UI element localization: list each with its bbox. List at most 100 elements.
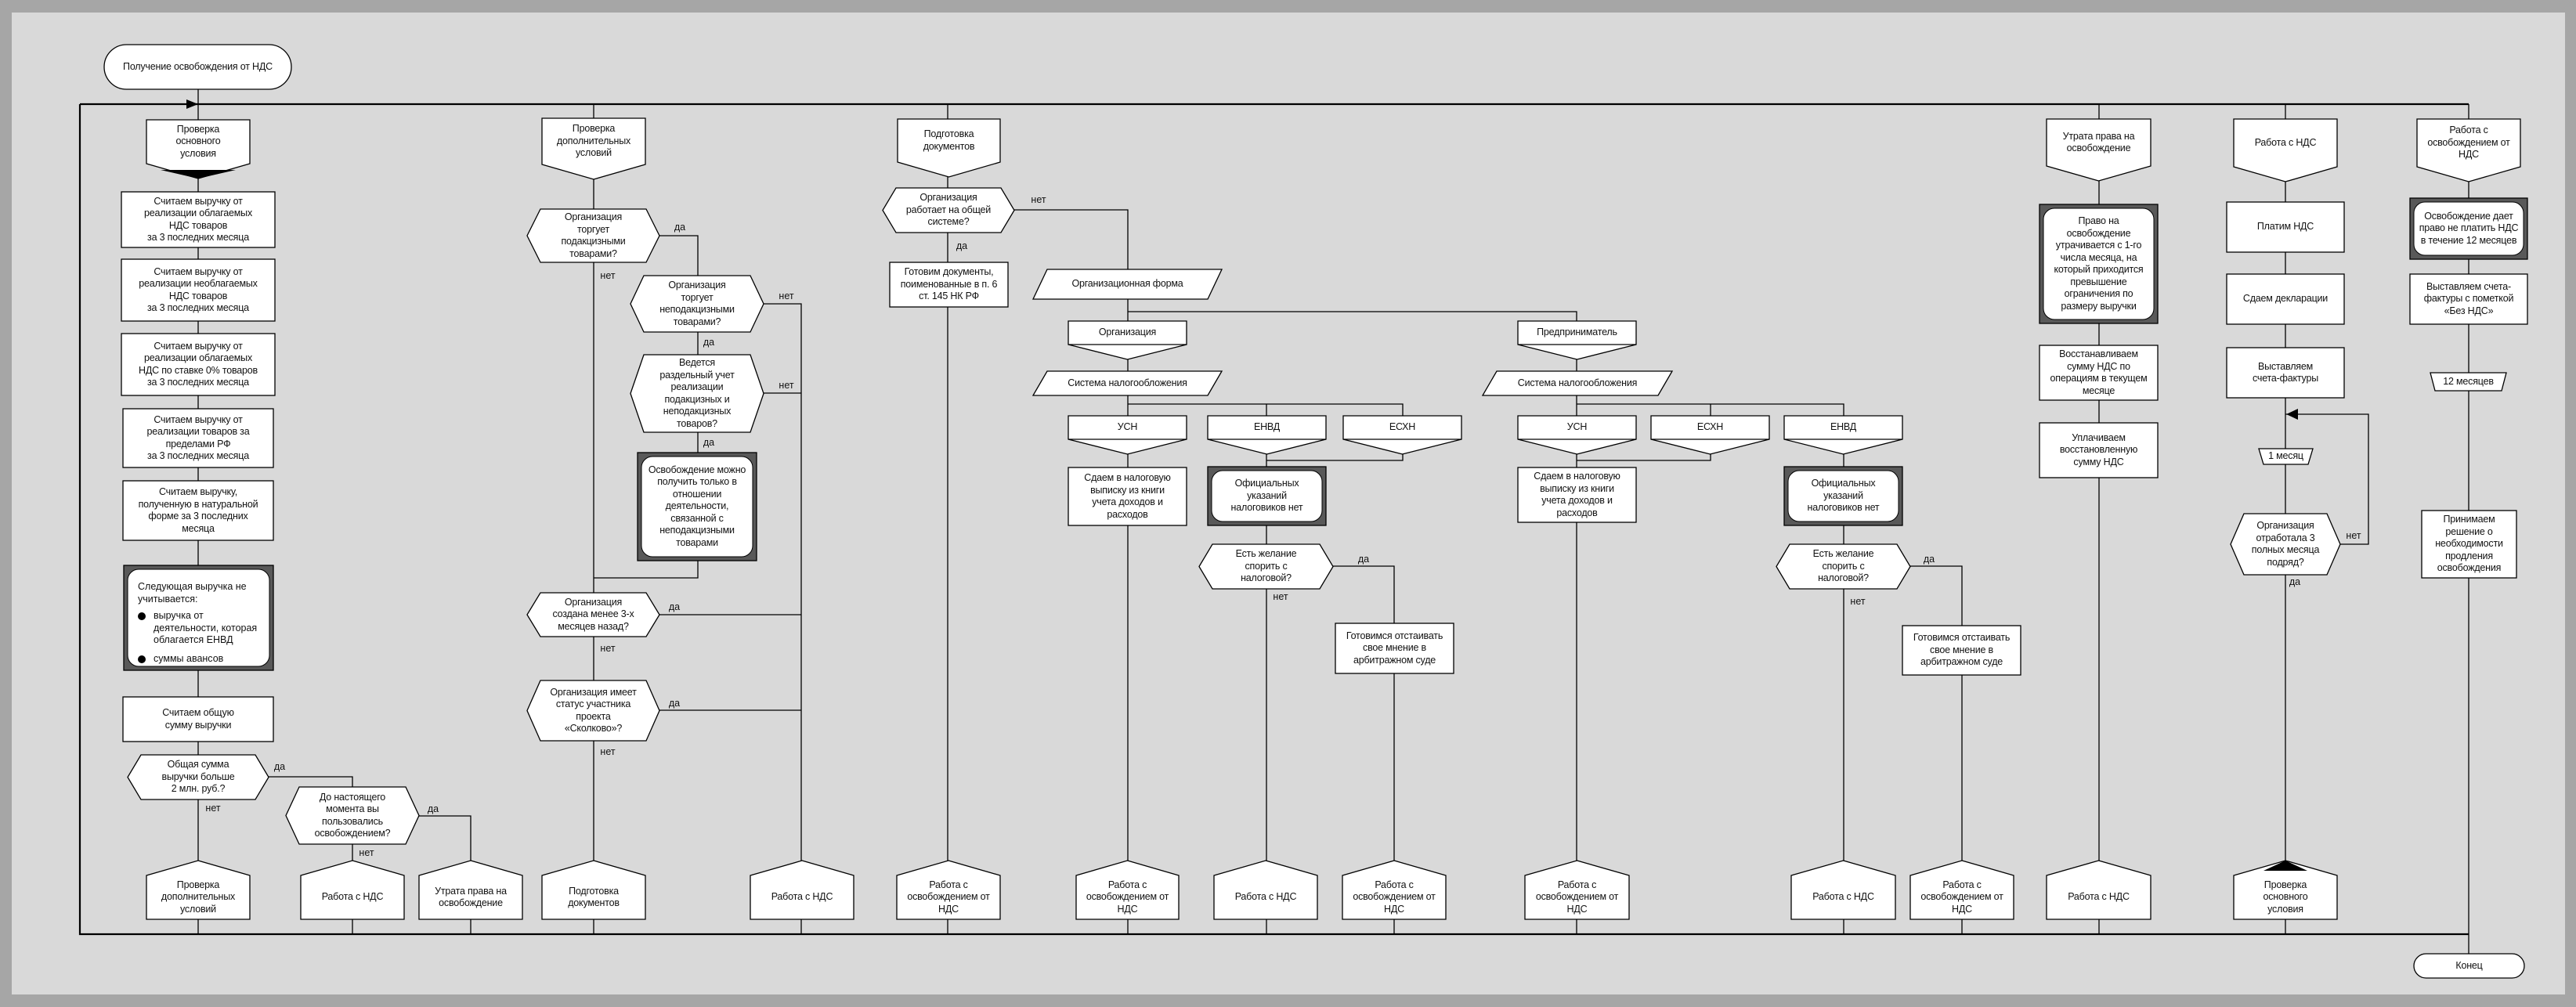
question-c4-q1 xyxy=(882,187,1015,233)
branch-label-yes: да xyxy=(427,803,439,814)
branch-label-no: нет xyxy=(359,847,374,858)
action-box-c6-a3 xyxy=(2226,347,2345,399)
branch-address-c2-e1-text: Подготовка документов xyxy=(568,885,620,909)
branch-header-c5-h-text: Утрата права на освобождение xyxy=(2062,130,2135,154)
branch-label-no: нет xyxy=(600,746,616,757)
action-box-l-a2-text: Готовимся отстаивать свое мнение в арбит… xyxy=(1346,630,1443,666)
action-box-c7-a1-text: Выставляем счета- фактуры с пометкой «Бе… xyxy=(2423,280,2514,316)
arrow-left-icon xyxy=(2286,409,2298,420)
branch-header-c7-h-text: Работа с освобождением от НДС xyxy=(2427,125,2510,161)
case-box-case-r-usn xyxy=(1517,415,1637,455)
info-shelf-l-note xyxy=(1211,470,1323,522)
action-box-c1-a1-text: Считаем выручку от реализации облагаемых… xyxy=(143,195,253,244)
info-shelf-c7-note xyxy=(2413,201,2524,256)
branch-header-c5-h xyxy=(2046,118,2151,182)
branch-address-r-e1 xyxy=(1524,860,1630,920)
info-shelf-c7-note-text: Освобождение дает право не платить НДС в… xyxy=(2419,210,2519,246)
branch-address-c1-e1 xyxy=(146,860,251,920)
action-box-c1-a6-text: Считаем общую сумму выручки xyxy=(162,707,234,731)
case-box-case-r-usn-text: УСН xyxy=(1566,421,1588,433)
branch-address-c3-e1 xyxy=(750,860,854,920)
branch-address-r-e3-text: Работа с освобождением от НДС xyxy=(1920,879,2003,915)
branch-label-no: нет xyxy=(205,803,221,814)
loop-box-c6-loop-text: 1 месяц xyxy=(2268,450,2303,462)
case-box-case-ip-text: Предприниматель xyxy=(1537,327,1617,338)
question-c6-q xyxy=(2230,513,2341,576)
action-box-c6-a1-text: Платим НДС xyxy=(2256,221,2314,233)
case-box-case-l-eshn xyxy=(1342,415,1462,455)
branch-header-c2-h xyxy=(541,117,646,180)
action-box-c6-a3-text: Выставляем счета-фактуры xyxy=(2252,360,2318,384)
action-box-c1-a5-text: Считаем выручку, полученную в натурально… xyxy=(138,486,258,534)
info-shelf-c5-note xyxy=(2043,208,2155,320)
branch-header-c4-h-text: Подготовка документов xyxy=(923,128,975,152)
branch-label-yes: да xyxy=(703,437,715,448)
branch-address-c1-e2-text: Работа с НДС xyxy=(321,891,384,903)
branch-label-yes: да xyxy=(668,698,681,709)
connector-line xyxy=(2285,413,2369,545)
question-l-q1 xyxy=(1198,543,1334,590)
parameter-box-param-l xyxy=(1031,370,1223,396)
branch-label-yes: да xyxy=(1923,554,1935,565)
question-c2-q4-text: Организация создана менее 3-х месяцев на… xyxy=(552,596,634,632)
case-box-case-org-text: Организация xyxy=(1098,327,1157,338)
question-c1-q2 xyxy=(285,786,420,845)
question-c1-q1 xyxy=(127,754,269,800)
connector-line xyxy=(78,104,2469,936)
action-box-c7-a1 xyxy=(2409,273,2528,325)
action-box-r-a2 xyxy=(1902,625,2021,676)
action-box-c7-a2 xyxy=(2421,510,2517,579)
action-box-l-a1-text: Сдаем в налоговую выписку из книги учета… xyxy=(1084,472,1171,520)
action-box-c1-a3 xyxy=(121,333,276,396)
action-box-r-a1-text: Сдаем в налоговую выписку из книги учета… xyxy=(1534,471,1620,518)
question-c4-q1-text: Организация работает на общей системе? xyxy=(905,192,992,228)
branch-address-c6-e1-text: Проверка основного условия xyxy=(2263,879,2308,915)
loop-box-c7-loop-text: 12 месяцев xyxy=(2443,375,2494,387)
branch-address-c1-e1-text: Проверка дополнительных условий xyxy=(161,879,236,915)
action-box-c1-a2-text: Считаем выручку от реализации необлагаем… xyxy=(139,265,258,314)
loop-box-c7-loop xyxy=(2430,372,2507,392)
connector-line xyxy=(1333,565,1395,934)
branch-address-c5-e1-text: Работа с НДС xyxy=(2068,891,2130,903)
case-box-case-r-eshn xyxy=(1650,415,1770,455)
action-box-c1-a2 xyxy=(121,258,276,322)
branch-label-yes: да xyxy=(674,222,686,233)
case-box-case-r-envd xyxy=(1783,415,1903,455)
info-shelf-c5-note-text: Право на освобождение утрачивается с 1-г… xyxy=(2054,215,2144,312)
loop-box-c6-loop xyxy=(2258,448,2314,465)
action-box-c4-a1-text: Готовим документы, поименованные в п. 6 … xyxy=(900,266,998,302)
question-c6-q-text: Организация отработала 3 полных месяца п… xyxy=(2251,520,2320,568)
branch-label-yes: да xyxy=(956,240,968,251)
terminator-start-text: Получение освобождения от НДС xyxy=(123,60,273,72)
question-c2-q1 xyxy=(526,208,660,263)
branch-header-c6-h-text: Работа с НДС xyxy=(2254,136,2317,148)
question-r-q1-text: Есть желание спорить с налоговой? xyxy=(1812,548,1874,584)
branch-label-no: нет xyxy=(600,270,616,281)
branch-address-c1-e3 xyxy=(418,860,523,920)
info-shelf-r-note-text: Официальных указаний налоговиков нет xyxy=(1807,478,1880,514)
branch-address-c5-e1 xyxy=(2046,860,2151,920)
info-shelf-l-note-text: Официальных указаний налоговиков нет xyxy=(1230,478,1303,514)
action-box-c5-a1-text: Восстанавливаем сумму НДС по операциям в… xyxy=(2050,348,2148,396)
question-r-q1 xyxy=(1776,543,1911,590)
branch-address-c1-e3-text: Утрата права на освобождение xyxy=(435,885,507,909)
branch-label-no: нет xyxy=(779,291,794,301)
branch-address-c6-e1 xyxy=(2233,860,2338,920)
question-c2-q5 xyxy=(526,680,660,742)
branch-address-r-e2-text: Работа с НДС xyxy=(1812,891,1874,903)
parameter-box-p1-text: Организационная форма xyxy=(1071,278,1183,290)
branch-label-yes: да xyxy=(2289,576,2301,587)
action-box-r-a2-text: Готовимся отстаивать свое мнение в арбит… xyxy=(1913,632,2011,668)
main-branch-marker-icon xyxy=(2263,861,2307,871)
branch-header-c2-h-text: Проверка дополнительных условий xyxy=(556,123,631,159)
branch-label-no: нет xyxy=(2346,530,2361,541)
action-box-c6-a2 xyxy=(2226,273,2345,325)
action-box-c1-a4 xyxy=(122,408,274,468)
action-box-c5-a2 xyxy=(2039,422,2159,478)
question-l-q1-text: Есть желание спорить с налоговой? xyxy=(1235,548,1297,584)
branch-label-yes: да xyxy=(1357,554,1370,565)
case-box-case-org xyxy=(1068,320,1187,360)
branch-label-no: нет xyxy=(1031,194,1046,205)
